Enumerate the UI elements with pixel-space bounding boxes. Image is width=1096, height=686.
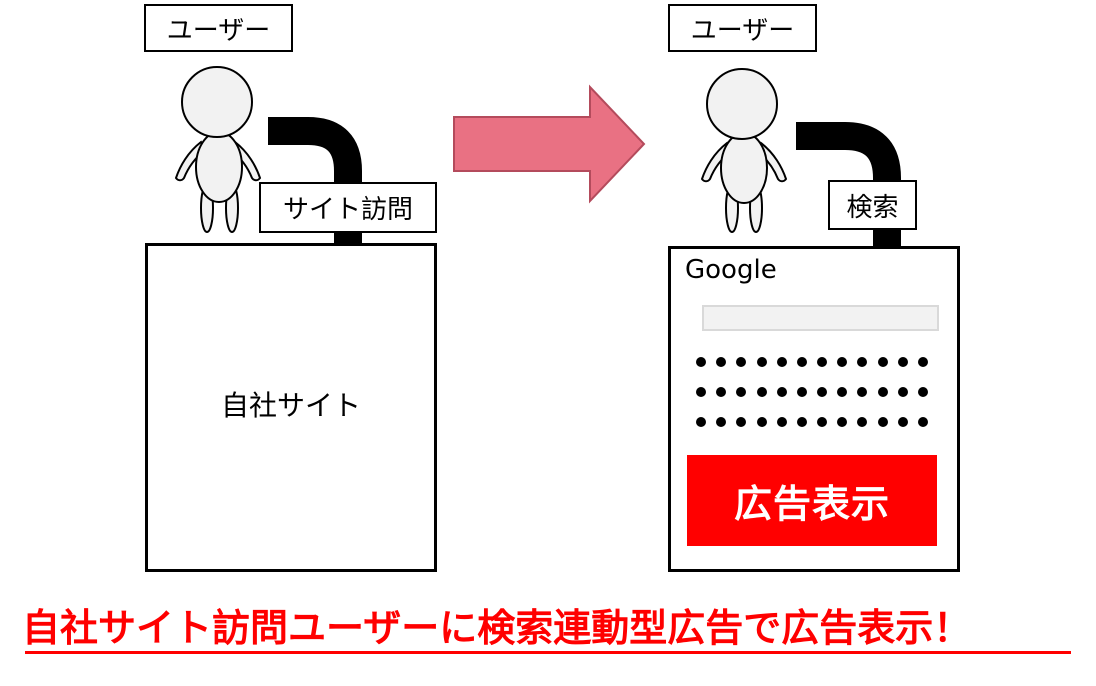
result-dot (696, 387, 706, 397)
search-engine-logo: Google (685, 255, 777, 285)
result-dot (917, 417, 928, 427)
search-results-page: Google 広告表示 (668, 246, 960, 572)
result-dot (917, 387, 928, 397)
result-dot (796, 417, 807, 427)
site-visit-label: サイト訪問 (259, 182, 437, 233)
result-dot (877, 387, 888, 397)
result-dot (857, 417, 868, 427)
result-dot (736, 417, 747, 427)
result-dot (817, 417, 828, 427)
result-dot (756, 387, 767, 397)
result-dots-row (696, 387, 928, 397)
result-dot (837, 387, 848, 397)
result-dot (716, 387, 727, 397)
result-dot (857, 387, 868, 397)
ad-display-box: 広告表示 (687, 455, 937, 546)
result-dot (796, 387, 807, 397)
result-dot (857, 357, 868, 367)
result-dot (716, 417, 727, 427)
result-dot (796, 357, 807, 367)
result-dot (837, 417, 848, 427)
result-dot (877, 357, 888, 367)
result-dot (817, 387, 828, 397)
result-dot (696, 417, 706, 427)
result-dots-row (696, 417, 928, 427)
result-dot (756, 417, 767, 427)
result-dot (897, 417, 908, 427)
left-user-label: ユーザー (144, 4, 293, 52)
ad-display-label: 広告表示 (733, 482, 890, 526)
right-user-label-text: ユーザー (690, 15, 795, 46)
result-dot (837, 357, 848, 367)
result-dots-row (696, 357, 928, 367)
headline-underline (25, 651, 1071, 654)
result-dot (897, 357, 908, 367)
search-action-label-text: 検索 (846, 192, 899, 223)
result-dot (736, 357, 747, 367)
result-dot (696, 357, 706, 367)
search-action-label: 検索 (828, 180, 917, 230)
search-input (702, 305, 939, 331)
result-dot (776, 417, 787, 427)
own-site-box: 自社サイト (145, 243, 437, 572)
left-user-label-text: ユーザー (166, 15, 271, 46)
result-dot (776, 387, 787, 397)
site-visit-label-text: サイト訪問 (282, 195, 413, 225)
own-site-label: 自社サイト (220, 389, 361, 422)
result-dot (716, 357, 727, 367)
result-dot (917, 357, 928, 367)
result-dot (877, 417, 888, 427)
result-dot (736, 387, 747, 397)
right-user-label: ユーザー (668, 4, 817, 52)
result-dot (897, 387, 908, 397)
headline: 自社サイト訪問ユーザーに検索連動型広告で広告表示！ (22, 606, 972, 650)
result-dot (756, 357, 767, 367)
result-dot (776, 357, 787, 367)
result-dot (817, 357, 828, 367)
